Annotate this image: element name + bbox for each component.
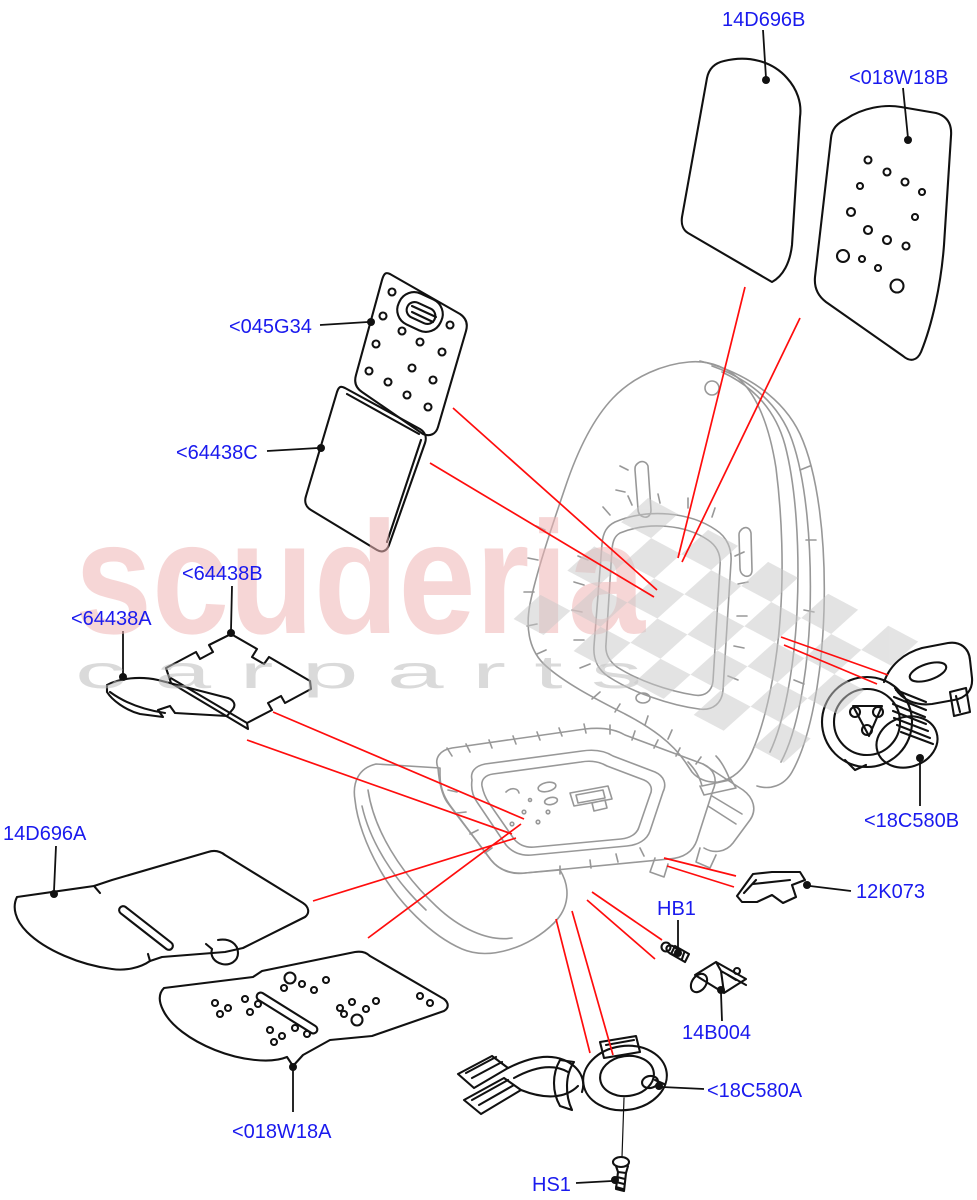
part-labels: 14D696B <018W18B <045G34 <64438C <64438B… — [3, 9, 959, 1196]
part-label-14D696B[interactable]: 14D696B — [722, 9, 805, 31]
black-parts-artwork — [13, 57, 974, 1193]
part-drawing-018W18A — [158, 950, 449, 1068]
part-drawing-18C580A — [456, 1034, 668, 1158]
part-drawing-12K073 — [735, 870, 807, 905]
part-label-64438C[interactable]: <64438C — [176, 442, 258, 464]
watermark-brand: scuderia — [75, 488, 646, 667]
part-drawing-018W18B — [813, 105, 953, 361]
part-label-14D696A[interactable]: 14D696A — [3, 823, 87, 845]
part-drawing-14D696A — [13, 849, 310, 971]
part-label-14B004[interactable]: 14B004 — [682, 1022, 751, 1044]
part-label-64438A[interactable]: <64438A — [71, 608, 152, 630]
part-label-18C580B[interactable]: <18C580B — [864, 810, 959, 832]
part-label-18C580A[interactable]: <18C580A — [707, 1080, 803, 1102]
part-drawing-045G34 — [354, 272, 468, 437]
watermark-tagline: c a r p a r t s — [75, 646, 642, 698]
part-drawing-14B004 — [689, 960, 748, 995]
part-label-HB1[interactable]: HB1 — [657, 898, 696, 920]
part-drawing-64438B — [164, 632, 313, 731]
headrest-guide-right — [738, 526, 753, 578]
part-label-64438B[interactable]: <64438B — [182, 563, 263, 585]
part-drawing-HS1 — [611, 1155, 631, 1193]
part-label-018W18A[interactable]: <018W18A — [232, 1121, 332, 1143]
label-leader-lines — [53, 29, 921, 1184]
red-callout-lines — [246, 286, 889, 1056]
part-drawing-64438A — [105, 676, 236, 719]
checkered-flag-watermark — [513, 497, 919, 763]
part-label-045G34[interactable]: <045G34 — [229, 316, 312, 338]
watermark-layer: scuderia c a r p a r t s — [75, 488, 919, 763]
part-drawing-14D696B — [680, 57, 802, 284]
part-label-018W18B[interactable]: <018W18B — [849, 67, 949, 89]
part-label-12K073[interactable]: 12K073 — [856, 881, 925, 903]
leader-dots — [50, 76, 924, 1184]
part-label-HS1[interactable]: HS1 — [532, 1174, 571, 1196]
part-drawing-64438C — [304, 385, 427, 553]
part-drawing-18C580B — [820, 641, 974, 772]
